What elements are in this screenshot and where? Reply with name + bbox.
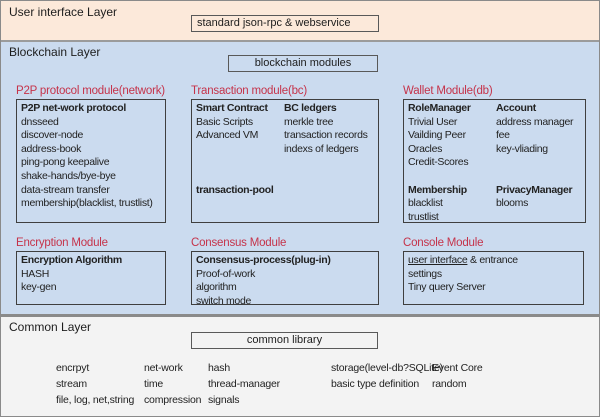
module-item: HASH [21, 267, 49, 280]
module-item: switch mode [196, 294, 252, 305]
module-item: indexs of ledgers [284, 142, 359, 155]
common-item: thread-manager [208, 377, 280, 390]
common-column: storage(level-db?SQLite) basic type defin… [331, 361, 443, 393]
module-item: Consensus-process(plug-in) [196, 254, 331, 266]
common-item: stream [56, 377, 87, 390]
module-item: algorithm [196, 281, 237, 294]
user-interface-layer-label: User interface Layer [9, 5, 118, 19]
module-item [196, 143, 273, 157]
module-item: data-stream transfer [21, 183, 110, 196]
layer-divider [1, 314, 599, 317]
module-item: Proof-of-work [196, 267, 256, 280]
common-item: storage(level-db?SQLite) [331, 362, 443, 374]
module-item: address manager [496, 115, 574, 128]
common-item: random [432, 377, 467, 390]
user-interface-layer: User interface Layer standard json-rpc &… [1, 1, 599, 40]
common-item: Event Core [432, 362, 483, 374]
module-item: P2P net-work protocol [21, 102, 126, 114]
module-item [496, 156, 573, 170]
blockchain-modules-box: blockchain modules [228, 55, 378, 72]
module-item: Smart Contract [196, 102, 268, 114]
module-title: Console Module [403, 237, 484, 249]
module-item: fee [496, 129, 510, 142]
module-item: settings [408, 267, 442, 280]
module-item [196, 170, 273, 184]
module-item: Encryption Algorithm [21, 254, 122, 266]
module-item: Oracles [408, 142, 443, 155]
common-column: hash thread-manager signals [208, 361, 280, 408]
json-rpc-webservice-box: standard json-rpc & webservice [191, 15, 379, 32]
module-item: blooms [496, 197, 529, 210]
module-item: Basic Scripts [196, 115, 253, 128]
module-item: Trivial User [408, 115, 458, 128]
common-column: encrpyt stream file, log, net,string [56, 361, 134, 408]
module-item: Credit-Scores [408, 156, 469, 169]
module-item: key-gen [21, 281, 57, 294]
common-item: signals [208, 393, 240, 406]
module-item [408, 170, 471, 184]
common-item: net-work [144, 362, 183, 374]
module-item: BC ledgers [284, 102, 337, 114]
common-column: net-work time compression [144, 361, 202, 408]
module-item: ping-pong keepalive [21, 156, 110, 169]
common-item: time [144, 377, 164, 390]
module-item: discover-node [21, 129, 84, 142]
module-title: Consensus Module [191, 237, 287, 249]
module-item: address-book [21, 142, 82, 155]
module-item: Membership [408, 183, 467, 196]
module-item: merkle tree [284, 115, 334, 128]
module-item: RoleManager [408, 102, 471, 114]
module-title: Wallet Module(db) [403, 85, 493, 97]
module-item: blacklist [408, 197, 443, 210]
common-item: encrpyt [56, 362, 90, 374]
blockchain-layer: Blockchain Layer blockchain modules P2P … [1, 42, 599, 314]
module-item: Vailding Peer [408, 129, 466, 142]
module-item: transaction records [284, 129, 368, 142]
common-item: file, log, net,string [56, 393, 135, 406]
module-item: dnsseed [21, 115, 59, 128]
common-item: hash [208, 362, 230, 374]
module-title: P2P protocol module(network) [16, 85, 165, 97]
module-p2p-protocol: P2P protocol module(network) P2P net-work… [16, 85, 166, 223]
module-title: Transaction module(bc) [191, 85, 307, 97]
blockchain-layer-label: Blockchain Layer [9, 45, 101, 59]
module-item: key-vliading [496, 142, 548, 155]
module-item: shake-hands/bye-bye [21, 169, 116, 182]
common-item: compression [144, 393, 202, 406]
common-layer: Common Layer common library encrpyt strea… [1, 317, 599, 416]
module-item: trustlist [408, 210, 439, 223]
module-item: membership(blacklist, trustlist) [21, 197, 153, 210]
common-library-box: common library [191, 332, 378, 349]
common-column: Event Core random [432, 361, 483, 393]
module-item [196, 156, 273, 170]
module-title: Encryption Module [16, 237, 108, 249]
common-layer-label: Common Layer [9, 320, 92, 334]
module-item: user interface & entrance [408, 254, 518, 266]
module-item [496, 170, 573, 184]
common-item: basic type definition [331, 377, 420, 390]
module-item: transaction-pool [196, 183, 274, 196]
module-item: Account [496, 102, 536, 114]
module-item: PrivacyManager [496, 183, 573, 196]
layer-divider [1, 40, 599, 42]
module-item: Advanced VM [196, 129, 259, 142]
module-item: Tiny query Server [408, 281, 486, 294]
